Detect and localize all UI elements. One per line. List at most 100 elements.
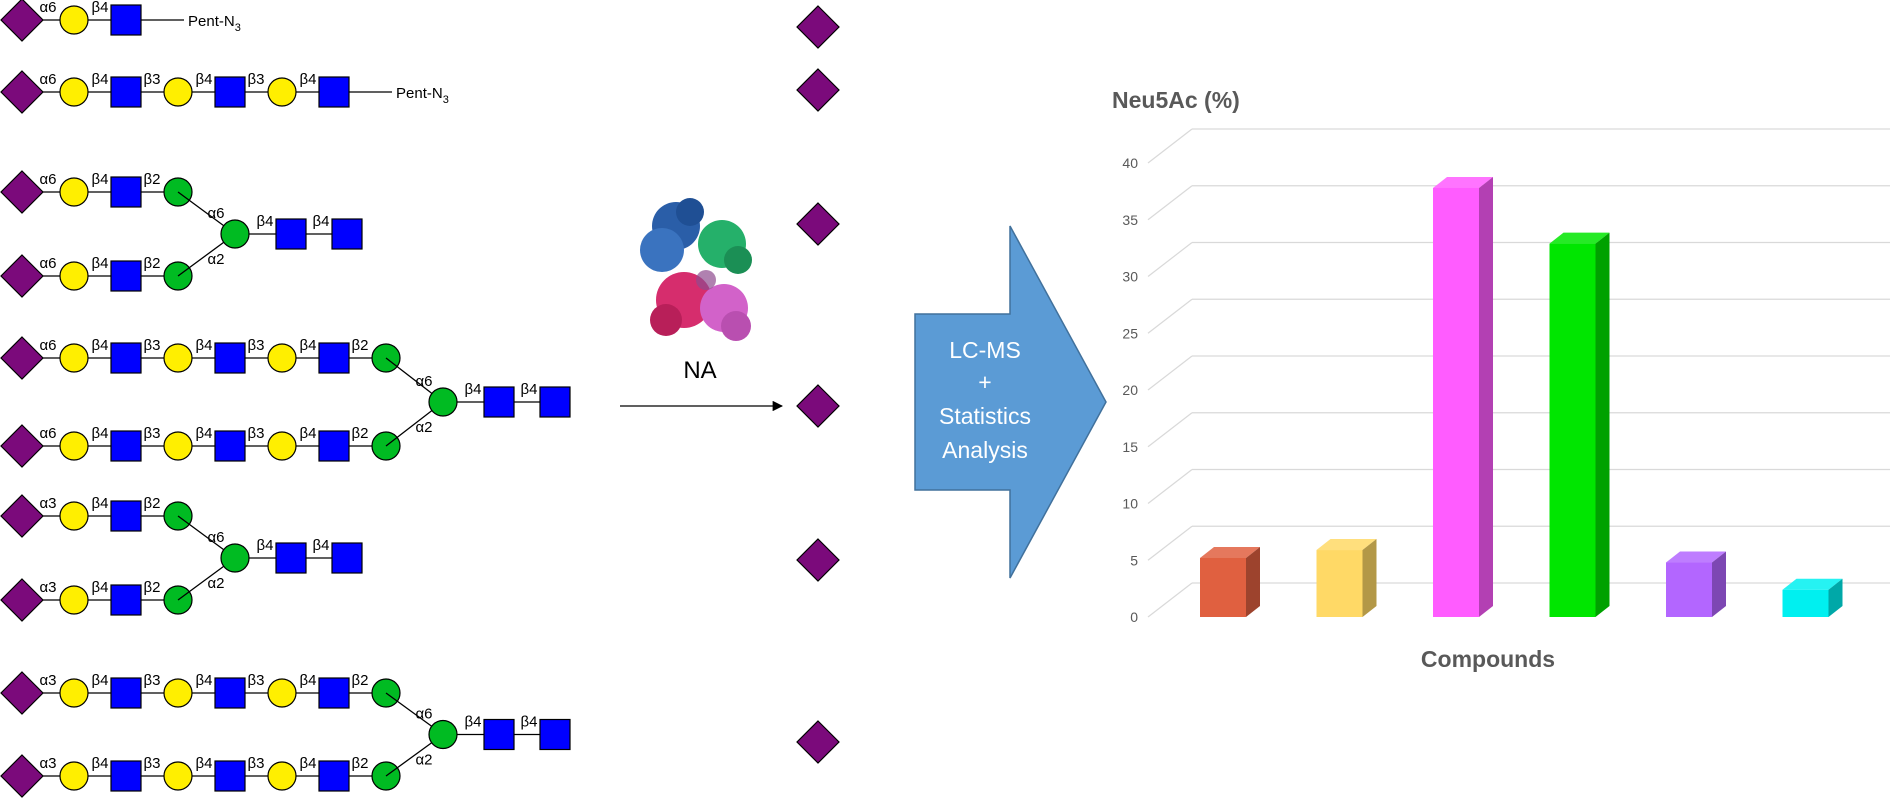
linkage-label: β3 bbox=[248, 337, 265, 354]
released-neu5ac-icon bbox=[796, 384, 840, 428]
linkage-label: α6 bbox=[415, 706, 432, 723]
linkage-label: β4 bbox=[196, 71, 213, 88]
chart-y-tick: 35 bbox=[1122, 212, 1138, 228]
glcnac-square-icon bbox=[214, 430, 246, 462]
enzyme-group: NA bbox=[620, 198, 784, 412]
linkage-label: β4 bbox=[465, 381, 482, 398]
chart-y-tick: 30 bbox=[1122, 269, 1138, 285]
released-neu5ac-icon bbox=[796, 538, 840, 582]
chart-bar-side bbox=[1828, 578, 1843, 617]
linkage-label: α6 bbox=[39, 171, 56, 188]
glcnac-square-icon bbox=[275, 542, 307, 574]
galactose-circle-icon bbox=[59, 501, 89, 531]
galactose-circle-icon bbox=[267, 343, 297, 373]
glcnac-square-icon bbox=[318, 430, 350, 462]
glcnac-square-icon bbox=[110, 260, 142, 292]
neu5ac-diamond-icon bbox=[0, 494, 44, 538]
galactose-circle-icon bbox=[59, 77, 89, 107]
glcnac-square-icon bbox=[214, 677, 246, 709]
glcnac-square-icon bbox=[539, 718, 571, 751]
linkage-label: β4 bbox=[196, 672, 213, 689]
linkage-label: β4 bbox=[521, 714, 538, 731]
linkage-label: β4 bbox=[92, 495, 109, 512]
chart-bar-front bbox=[1316, 550, 1363, 617]
linkage-label: β3 bbox=[144, 672, 161, 689]
linkage-label: β2 bbox=[144, 495, 161, 512]
galactose-circle-icon bbox=[59, 177, 89, 207]
chart-bar-top bbox=[1666, 551, 1726, 563]
glcnac-square-icon bbox=[214, 760, 246, 792]
chart-bar-side bbox=[1246, 546, 1260, 617]
glcnac-square-icon bbox=[483, 718, 515, 751]
released-neu5ac-icon bbox=[796, 5, 840, 49]
linkage-label: β2 bbox=[352, 755, 369, 772]
chart-bar-side bbox=[1362, 539, 1377, 617]
linkage-label: β4 bbox=[465, 714, 482, 731]
chart-title: Neu5Ac (%) bbox=[1112, 87, 1240, 113]
chart-bar-side bbox=[1712, 551, 1726, 617]
process-line-1: LC-MS bbox=[949, 337, 1021, 363]
mannose-circle-icon bbox=[428, 719, 458, 750]
galactose-circle-icon bbox=[59, 678, 89, 708]
glcnac-square-icon bbox=[110, 342, 142, 374]
linkage-label: β4 bbox=[92, 255, 109, 272]
chart-bar bbox=[1200, 546, 1260, 617]
neu5ac-diamond-icon bbox=[0, 70, 44, 114]
neu5ac-diamond-icon bbox=[0, 578, 44, 622]
process-line-2: + bbox=[978, 369, 991, 395]
chart-bar-top bbox=[1782, 578, 1843, 590]
galactose-circle-icon bbox=[59, 761, 89, 791]
linkage-label: β2 bbox=[352, 672, 369, 689]
glcnac-square-icon bbox=[331, 218, 363, 250]
chart-y-tick: 10 bbox=[1122, 496, 1138, 512]
chart-bar-front bbox=[1782, 589, 1829, 617]
linkage-label: α2 bbox=[415, 752, 432, 769]
process-line-3: Statistics bbox=[939, 403, 1031, 429]
neu5ac-diamond-icon bbox=[0, 424, 44, 468]
chart-bar-side bbox=[1595, 232, 1610, 617]
glcnac-square-icon bbox=[110, 760, 142, 792]
glcnac-square-icon bbox=[110, 76, 142, 108]
chart-y-tick: 25 bbox=[1122, 325, 1138, 341]
glcnac-square-icon bbox=[110, 500, 142, 532]
galactose-circle-icon bbox=[163, 77, 193, 107]
aglycon-label: Pent-N3 bbox=[188, 13, 241, 34]
linkage-label: β4 bbox=[92, 425, 109, 442]
linkage-label: β2 bbox=[144, 579, 161, 596]
linkage-label: β2 bbox=[352, 337, 369, 354]
linkage-label: β4 bbox=[92, 672, 109, 689]
galactose-circle-icon bbox=[267, 431, 297, 461]
glcnac-square-icon bbox=[110, 176, 142, 208]
chart-bar bbox=[1316, 539, 1377, 617]
glcnac-square-icon bbox=[483, 386, 515, 418]
galactose-circle-icon bbox=[163, 343, 193, 373]
enzyme-label: NA bbox=[683, 357, 716, 384]
glcnac-square-icon bbox=[318, 342, 350, 374]
linkage-label: β4 bbox=[92, 337, 109, 354]
chart-y-tick: 40 bbox=[1122, 155, 1138, 171]
linkage-label: β4 bbox=[313, 213, 330, 230]
process-arrow-shape bbox=[914, 225, 1107, 579]
linkage-label: β3 bbox=[144, 425, 161, 442]
linkage-label: α2 bbox=[207, 251, 224, 268]
linkage-label: β4 bbox=[300, 672, 317, 689]
chart-gridline-diagonal bbox=[1147, 298, 1193, 334]
linkage-label: β4 bbox=[92, 0, 109, 16]
chart-bar-front bbox=[1666, 562, 1712, 617]
chart-bar bbox=[1433, 176, 1493, 617]
glcnac-square-icon bbox=[275, 218, 307, 250]
chart-x-axis-label: Compounds bbox=[1421, 646, 1555, 672]
chart-gridline-diagonal bbox=[1147, 128, 1193, 164]
chart-y-tick: 5 bbox=[1130, 552, 1138, 568]
chart-bar-front bbox=[1549, 243, 1596, 617]
chart-gridline-diagonal bbox=[1147, 355, 1193, 391]
linkage-label: β4 bbox=[92, 71, 109, 88]
released-neu5ac-icon bbox=[796, 68, 840, 112]
linkage-label: α6 bbox=[39, 0, 56, 16]
